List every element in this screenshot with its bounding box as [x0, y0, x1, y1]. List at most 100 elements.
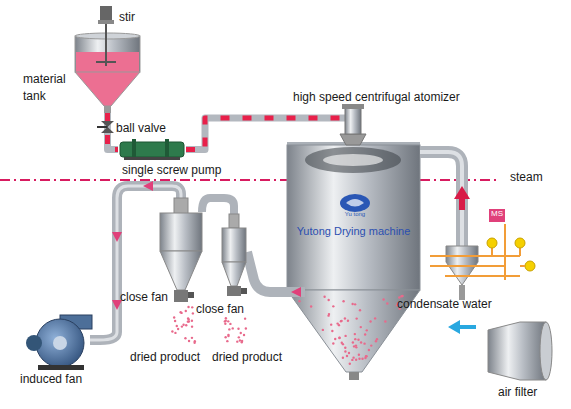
powder-particle	[344, 347, 346, 349]
powder-particle	[353, 345, 355, 347]
logo-mark	[346, 199, 364, 207]
powder-particle	[225, 320, 227, 322]
air-filter: air filter	[488, 322, 548, 380]
powder-particle	[323, 296, 325, 298]
rotary-valve	[174, 290, 188, 302]
powder-particle	[347, 320, 349, 322]
powder-particle	[366, 329, 368, 331]
company-logo	[340, 194, 370, 212]
flow-arrow	[291, 287, 301, 297]
powder-particle	[227, 334, 229, 336]
tank-lid	[75, 33, 140, 39]
powder-particle	[173, 316, 175, 318]
powder-particle	[331, 330, 333, 332]
steam-piping	[430, 224, 520, 280]
pipe-flow-marks	[186, 118, 354, 150]
fan-hub	[53, 336, 67, 350]
powder-particle	[363, 342, 365, 344]
steam-gauge	[515, 238, 525, 248]
powder-particle	[376, 338, 378, 340]
powder-particle	[340, 320, 342, 322]
part-label: high speed centrifugal atomizer	[293, 90, 460, 105]
powder-particle	[180, 312, 182, 314]
powder-particle	[185, 324, 187, 326]
powder-particle	[224, 323, 226, 325]
powder-particle	[241, 341, 243, 343]
powder-particle	[330, 323, 332, 325]
powder-particle	[342, 300, 344, 302]
part-label: close fan	[196, 302, 244, 317]
atomizer-cap	[342, 104, 364, 109]
powder-particle	[184, 337, 186, 339]
powder-particle	[298, 300, 300, 302]
powder-particle	[185, 310, 187, 312]
powder-particle	[332, 305, 334, 307]
tank-outlet	[104, 106, 111, 113]
powder-particle	[354, 303, 356, 305]
air-filter-face	[540, 322, 552, 380]
cyclone-cone	[222, 262, 246, 286]
powder-particle	[188, 340, 190, 342]
powder-particle	[187, 318, 189, 320]
powder-particle	[351, 303, 353, 305]
pump-base	[124, 157, 180, 160]
powder-particle	[224, 336, 226, 338]
cyclone-link-duct	[202, 198, 234, 216]
powder-particle	[344, 335, 346, 337]
node-label: material tank	[23, 71, 73, 105]
powder-particle	[327, 299, 329, 301]
node-label: induced fan	[20, 372, 82, 387]
separator-line	[0, 179, 500, 181]
powder-particle	[237, 328, 239, 330]
powder-particle	[332, 342, 334, 344]
part-label: dried product	[130, 350, 200, 365]
powder-particle	[359, 309, 361, 311]
part-label: close fan	[120, 290, 168, 305]
powder-particle	[236, 340, 238, 342]
exhaust-duct	[247, 252, 305, 292]
flow-arrow	[454, 186, 470, 199]
part-label: Yu tong	[335, 210, 375, 219]
stirrer-paddle	[96, 61, 116, 63]
powder-particle	[176, 325, 178, 327]
flow-arrow	[143, 181, 153, 191]
node-label: air filter	[498, 385, 537, 400]
powder-particle	[342, 357, 344, 359]
stirrer-mount	[98, 20, 114, 24]
valve-handle	[97, 126, 108, 128]
fan-motor	[26, 335, 42, 351]
powder-particle	[382, 298, 384, 300]
powder-particle	[336, 322, 338, 324]
pump-body	[120, 142, 184, 157]
powder-particle	[171, 330, 173, 332]
part-label: ball valve	[116, 121, 166, 136]
powder-particle	[227, 320, 229, 322]
powder-particle	[322, 329, 324, 331]
valve-motor	[241, 288, 247, 294]
powder-particle	[358, 358, 360, 360]
valve-motor	[188, 292, 194, 298]
pipe-fittings	[97, 104, 366, 160]
steam-gauge	[525, 261, 535, 271]
pump-flange	[132, 139, 136, 160]
steam-piping	[520, 265, 525, 267]
powder-particle	[357, 339, 359, 341]
powder-particle	[232, 327, 234, 329]
powder-particle	[340, 320, 342, 322]
cyclone-cone	[160, 251, 202, 290]
powder-particle	[344, 317, 346, 319]
powder-particle	[177, 328, 179, 330]
powder-particle	[179, 311, 181, 313]
powder-particle	[244, 317, 246, 319]
cyclone-body	[160, 213, 202, 251]
powder-particle	[228, 328, 230, 330]
powder-particle	[191, 320, 193, 322]
powder-particle	[229, 323, 231, 325]
powder-particle	[355, 346, 357, 348]
powder-particle	[344, 350, 346, 352]
powder-particle	[365, 355, 367, 357]
atomizer-base	[340, 134, 366, 145]
powder-particle	[238, 336, 240, 338]
fan-housing	[36, 319, 84, 367]
powder-particle	[355, 317, 357, 319]
